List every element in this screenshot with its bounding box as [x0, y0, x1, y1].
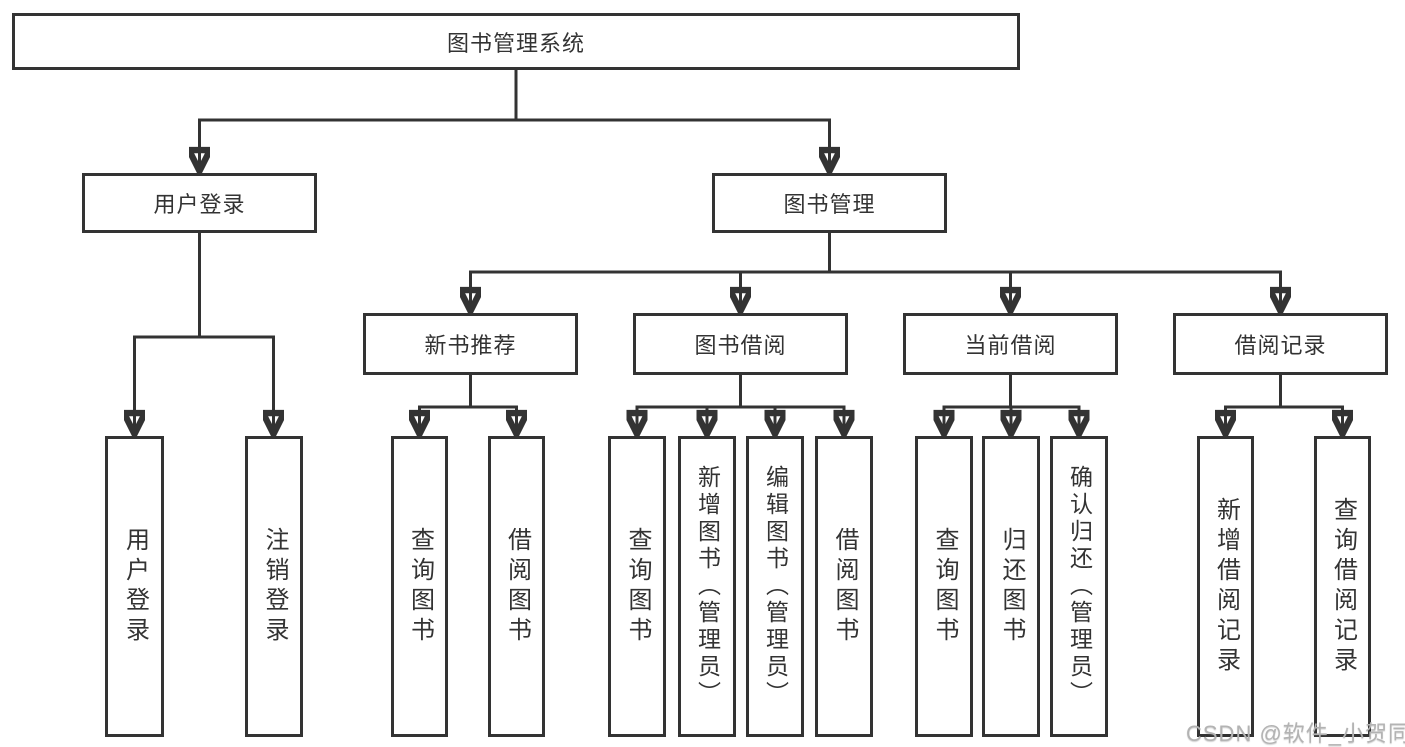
node-current-borrow: 当前借阅 — [903, 313, 1118, 375]
leaf-recommend-query-book: 查询图书 — [391, 436, 448, 737]
node-book-management: 图书管理 — [712, 173, 947, 233]
leaf-borrow-book: 借阅图书 — [815, 436, 873, 737]
tree-elbow-lines — [133, 68, 1344, 409]
leaf-edit-book-admin: 编辑图书（管理员） — [746, 436, 804, 737]
node-book-borrow-label: 图书借阅 — [694, 333, 787, 358]
node-user-login-label: 用户登录 — [153, 192, 246, 217]
leaf-current-query-book-label: 查询图书 — [931, 526, 958, 647]
node-current-borrow-label: 当前借阅 — [964, 333, 1057, 358]
node-library-system-label: 图书管理系统 — [446, 30, 585, 56]
leaf-add-borrow-record-label: 新增借阅记录 — [1212, 496, 1240, 677]
node-book-borrow: 图书借阅 — [633, 313, 848, 375]
node-new-book-recommend: 新书推荐 — [363, 313, 578, 375]
leaf-query-borrow-record: 查询借阅记录 — [1314, 436, 1371, 737]
leaf-recommend-query-book-label: 查询图书 — [406, 526, 434, 647]
leaf-recommend-borrow-book: 借阅图书 — [488, 436, 545, 737]
node-new-book-recommend-label: 新书推荐 — [424, 333, 517, 358]
leaf-return-book-label: 归还图书 — [998, 526, 1025, 647]
leaf-add-book-admin-label: 新增图书（管理员） — [694, 465, 721, 708]
leaf-logout-label: 注销登录 — [261, 526, 288, 647]
leaf-user-login-label: 用户登录 — [121, 526, 149, 647]
leaf-return-book: 归还图书 — [982, 436, 1040, 737]
leaf-confirm-return-admin-label: 确认归还（管理员） — [1066, 465, 1093, 708]
csdn-watermark: CSDN @软件_小贺同学 — [1186, 721, 1405, 746]
leaf-edit-book-admin-label: 编辑图书（管理员） — [762, 465, 789, 708]
node-book-management-label: 图书管理 — [783, 192, 876, 217]
leaf-borrow-book-label: 借阅图书 — [831, 526, 858, 647]
leaf-user-login: 用户登录 — [105, 436, 164, 737]
leaf-query-borrow-record-label: 查询借阅记录 — [1329, 496, 1357, 677]
leaf-confirm-return-admin: 确认归还（管理员） — [1050, 436, 1108, 737]
node-library-system: 图书管理系统 — [12, 13, 1020, 70]
node-borrow-records: 借阅记录 — [1173, 313, 1388, 375]
leaf-logout: 注销登录 — [245, 436, 303, 737]
leaf-current-query-book: 查询图书 — [915, 436, 973, 737]
leaf-borrow-query-book: 查询图书 — [608, 436, 666, 737]
leaf-add-borrow-record: 新增借阅记录 — [1197, 436, 1254, 737]
leaf-add-book-admin: 新增图书（管理员） — [678, 436, 736, 737]
leaf-recommend-borrow-book-label: 借阅图书 — [503, 526, 531, 647]
leaf-borrow-query-book-label: 查询图书 — [624, 526, 651, 647]
node-borrow-records-label: 借阅记录 — [1234, 333, 1327, 358]
node-user-login: 用户登录 — [82, 173, 317, 233]
